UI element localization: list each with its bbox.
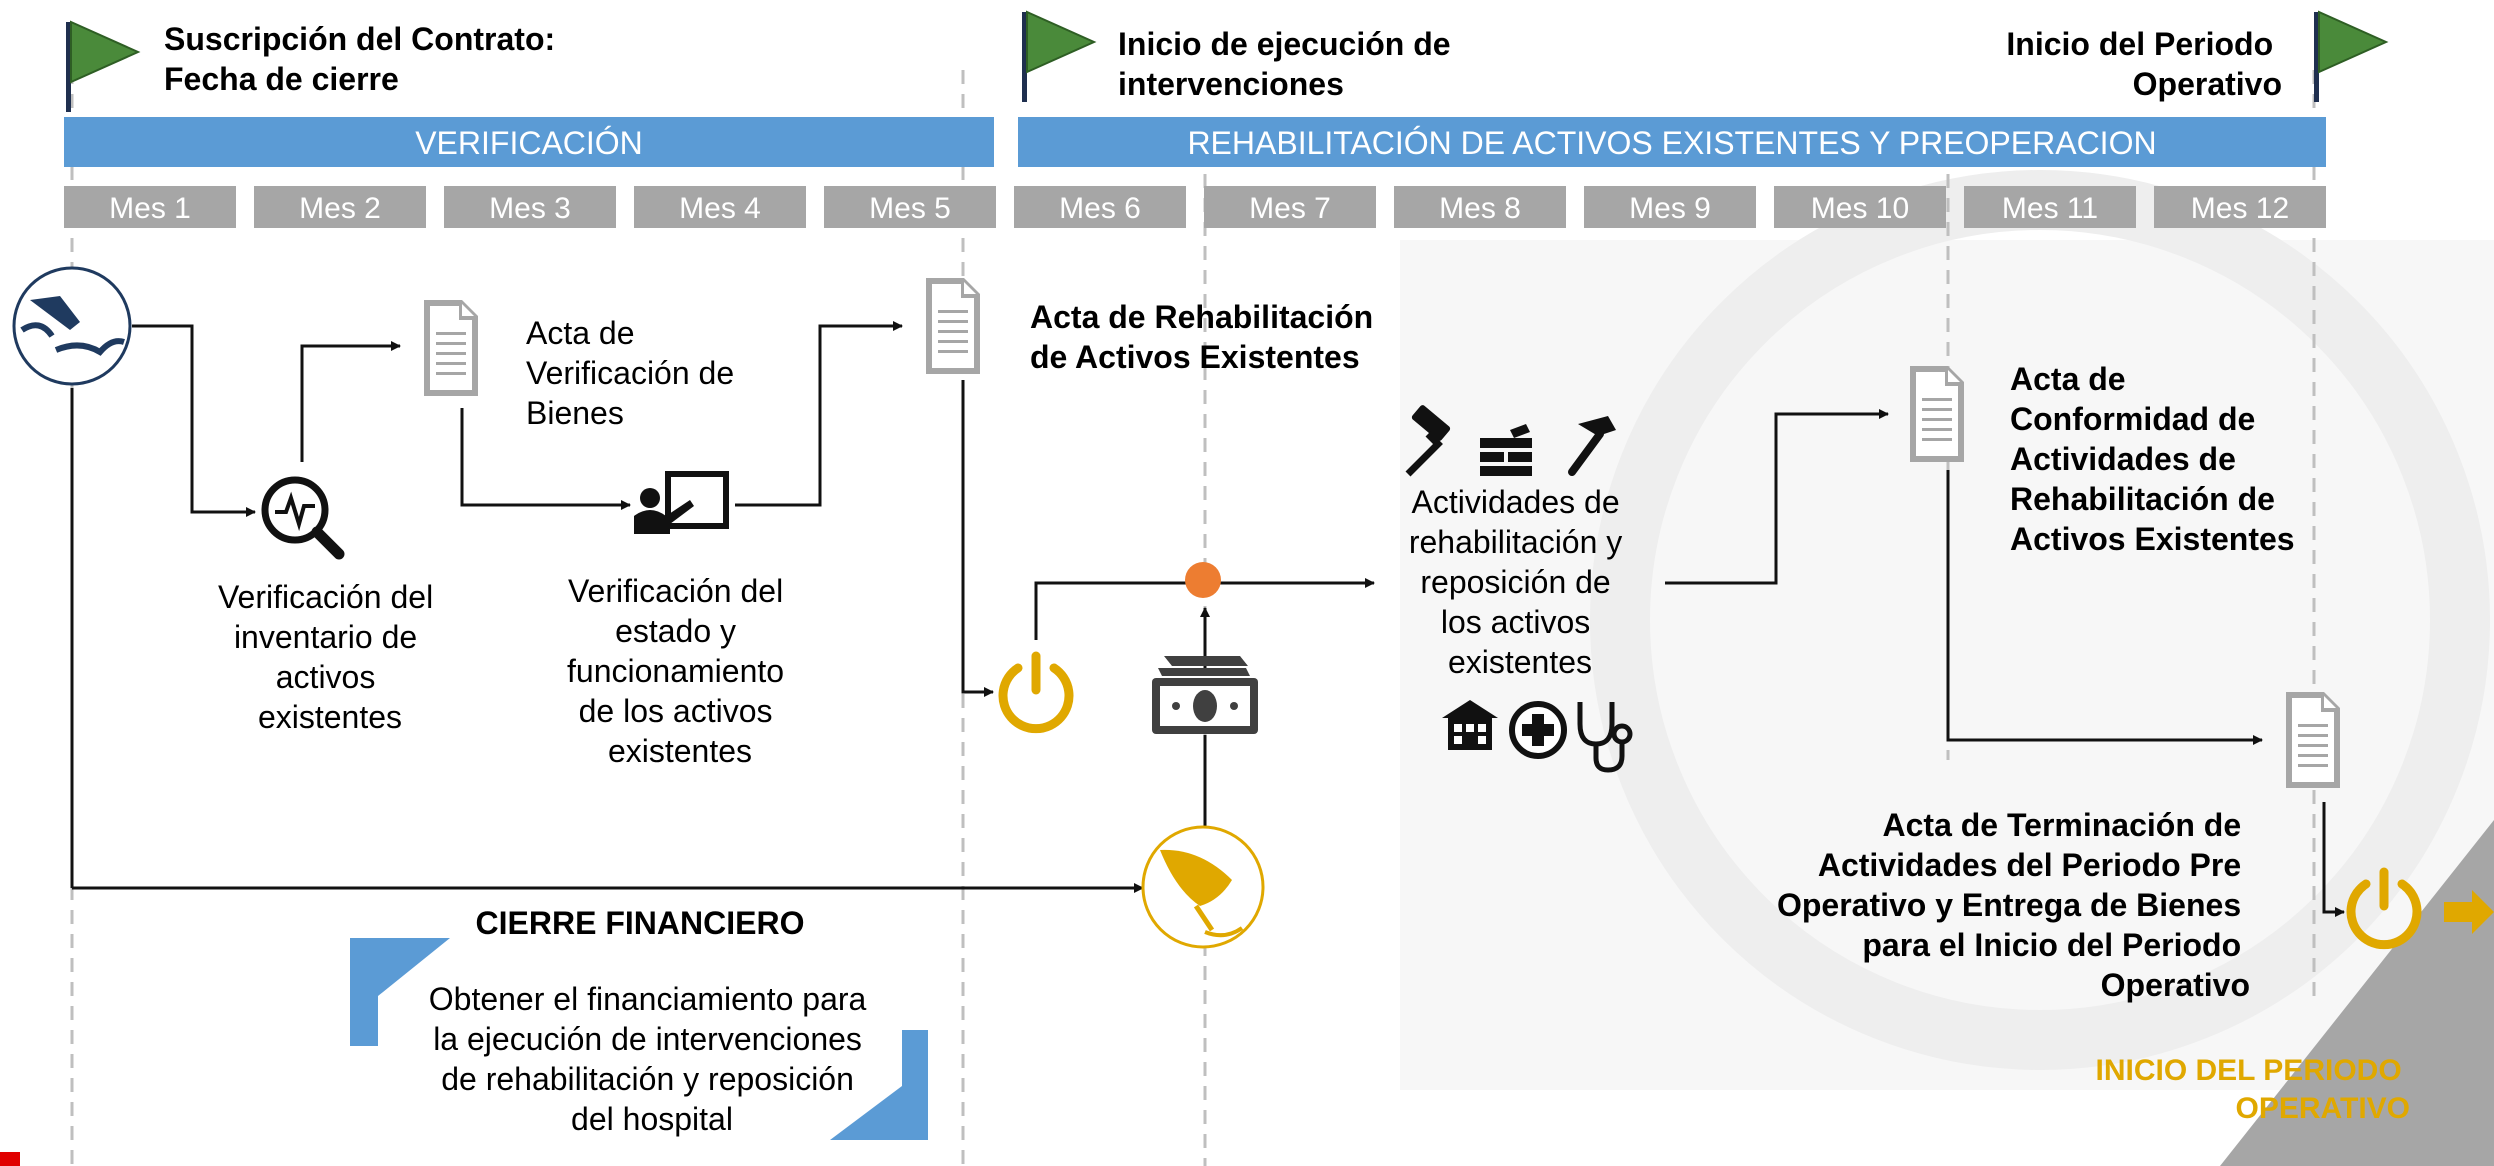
month-label: Mes 8 xyxy=(1439,192,1521,225)
month-bar: Mes 1 Mes 2 Mes 3 Mes 4 Mes 5 Mes 6 Mes 7 Mes 8… xyxy=(64,186,2326,228)
phase-label-rehabilitacion: REHABILITACIÓN DE ACTIVOS EXISTENTES Y P… xyxy=(1187,125,2156,161)
arrow-right-icon xyxy=(2444,890,2494,934)
month-cell xyxy=(64,186,236,228)
document-icon xyxy=(2286,692,2340,788)
month-label: Mes 1 xyxy=(109,192,191,225)
quote-bracket-left xyxy=(350,938,450,1046)
phase-bar-rehabilitacion xyxy=(1018,117,2326,167)
brick-wall-icon xyxy=(1480,424,1532,476)
month-cell xyxy=(2154,186,2326,228)
presentation-board-icon xyxy=(634,471,729,534)
document-icon xyxy=(1910,366,1964,462)
acta-rehab-label: Acta de Rehabilitación de Activos Existe… xyxy=(1030,299,1382,375)
document-icon xyxy=(926,278,980,374)
month-label: Mes 2 xyxy=(299,192,381,225)
document-icon xyxy=(424,300,478,396)
cierre-financiero-title: CIERRE FINANCIERO xyxy=(476,905,805,941)
phase-bar-verificacion xyxy=(64,117,994,167)
quote-bracket-right xyxy=(830,1030,928,1140)
milestone-flag-icon xyxy=(2313,11,2387,103)
phase-label-verificacion: VERIFICACIÓN xyxy=(415,125,643,161)
inicio-operativo-label: INICIO DEL PERIODO OPERATIVO xyxy=(2096,1054,2411,1125)
stethoscope-icon xyxy=(1577,702,1633,773)
month-cell xyxy=(1204,186,1376,228)
month-cell xyxy=(1394,186,1566,228)
month-label: Mes 6 xyxy=(1059,192,1141,225)
milestone-flag-icon xyxy=(1021,11,1095,103)
corner-mark xyxy=(0,1152,20,1166)
month-label: Mes 9 xyxy=(1629,192,1711,225)
month-label: Mes 12 xyxy=(2191,192,2289,225)
month-cell xyxy=(824,186,996,228)
month-cell xyxy=(634,186,806,228)
medical-cross-icon xyxy=(1509,701,1567,759)
month-label: Mes 4 xyxy=(679,192,761,225)
hospital-building-icon xyxy=(1442,700,1498,750)
month-label: Mes 3 xyxy=(489,192,571,225)
verif-inventario-label: Verificación del inventario de activos e… xyxy=(218,579,442,735)
acta-conformidad-label: Acta de Conformidad de Actividades de Re… xyxy=(2010,361,2295,557)
month-label: Mes 10 xyxy=(1811,192,1909,225)
quill-signature-icon xyxy=(1141,825,1265,949)
month-cell xyxy=(1964,186,2136,228)
month-label: Mes 5 xyxy=(869,192,951,225)
corner-triangle xyxy=(2220,820,2494,1166)
actividades-label: Actividades de rehabilitación y reposici… xyxy=(1409,484,1631,680)
month-label: Mes 11 xyxy=(2002,192,2098,225)
month-cell xyxy=(1584,186,1756,228)
contract-signing-icon xyxy=(12,266,132,386)
verif-estado-label: Verificación del estado y funcionamiento… xyxy=(567,573,793,769)
paint-roller-icon xyxy=(1405,405,1451,477)
milestone-3-title: Inicio del Periodo Operativo xyxy=(2006,26,2282,102)
hammer-icon xyxy=(1568,416,1616,476)
month-cell xyxy=(444,186,616,228)
money-bills-icon xyxy=(1152,656,1258,734)
cierre-financiero-body: Obtener el financiamiento para la ejecuc… xyxy=(429,981,875,1137)
acta-verificacion-label: Acta de Verificación de Bienes xyxy=(526,315,743,431)
month-cell xyxy=(1774,186,1946,228)
month-cell xyxy=(254,186,426,228)
milestone-1-title: Suscripción del Contrato: Fecha de cierr… xyxy=(164,21,564,97)
milestone-dot xyxy=(1185,562,1221,598)
inspection-magnifier-icon xyxy=(261,476,345,560)
month-label: Mes 7 xyxy=(1249,192,1331,225)
acta-terminacion-label: Acta de Terminación de Actividades del P… xyxy=(1777,807,2250,1003)
power-icon xyxy=(1003,656,1069,729)
milestone-flag-icon xyxy=(65,21,139,113)
milestone-2-title: Inicio de ejecución de intervenciones xyxy=(1118,26,1459,102)
month-cell xyxy=(1014,186,1186,228)
